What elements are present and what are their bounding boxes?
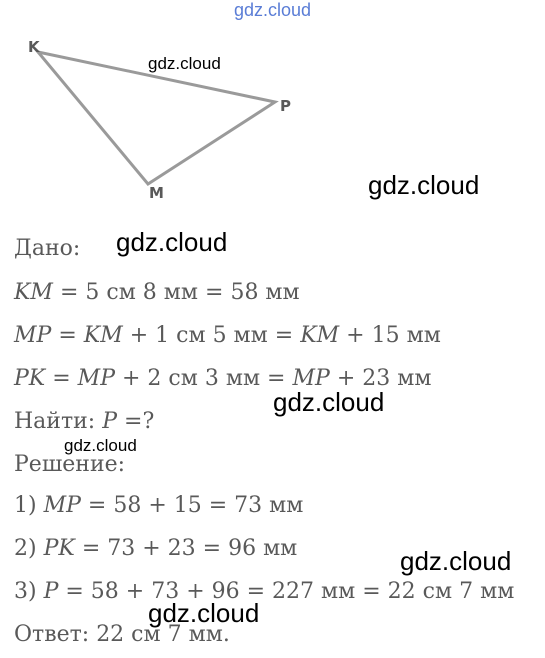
given-pk: PK = MP + 2 см 3 мм = MP + 23 мм (14, 366, 432, 391)
triangle-kpm (34, 49, 279, 186)
vertex-p-label: P (280, 97, 291, 115)
watermark: gdz.cloud (64, 436, 137, 455)
watermark: gdz.cloud (116, 227, 228, 257)
watermark: gdz.cloud (148, 598, 260, 628)
triangle-figure: K P M (28, 38, 291, 202)
given-heading: Дано: (14, 236, 81, 261)
solution-heading: Решение: (14, 452, 126, 477)
watermark: gdz.cloud (400, 546, 512, 576)
watermark: gdz.cloud (273, 387, 385, 417)
solution-step-3: 3) P = 58 + 73 + 96 = 227 мм = 22 см 7 м… (14, 579, 515, 604)
watermark: gdz.cloud (148, 54, 221, 73)
watermark: gdz.cloud (368, 170, 480, 200)
find-line: Найти: P =? (14, 409, 155, 434)
vertex-k-label: K (28, 38, 41, 56)
vertex-m-label: M (149, 184, 164, 202)
watermark-top: gdz.cloud (234, 0, 312, 20)
solution-step-1: 1) MP = 58 + 15 = 73 мм (14, 493, 304, 518)
answer-line: Ответ: 22 см 7 мм. (14, 622, 230, 647)
given-mp: MP = KM + 1 см 5 мм = KM + 15 мм (14, 323, 441, 348)
given-km: KM = 5 см 8 мм = 58 мм (14, 280, 300, 305)
solution-step-2: 2) PK = 73 + 23 = 96 мм (14, 536, 298, 561)
